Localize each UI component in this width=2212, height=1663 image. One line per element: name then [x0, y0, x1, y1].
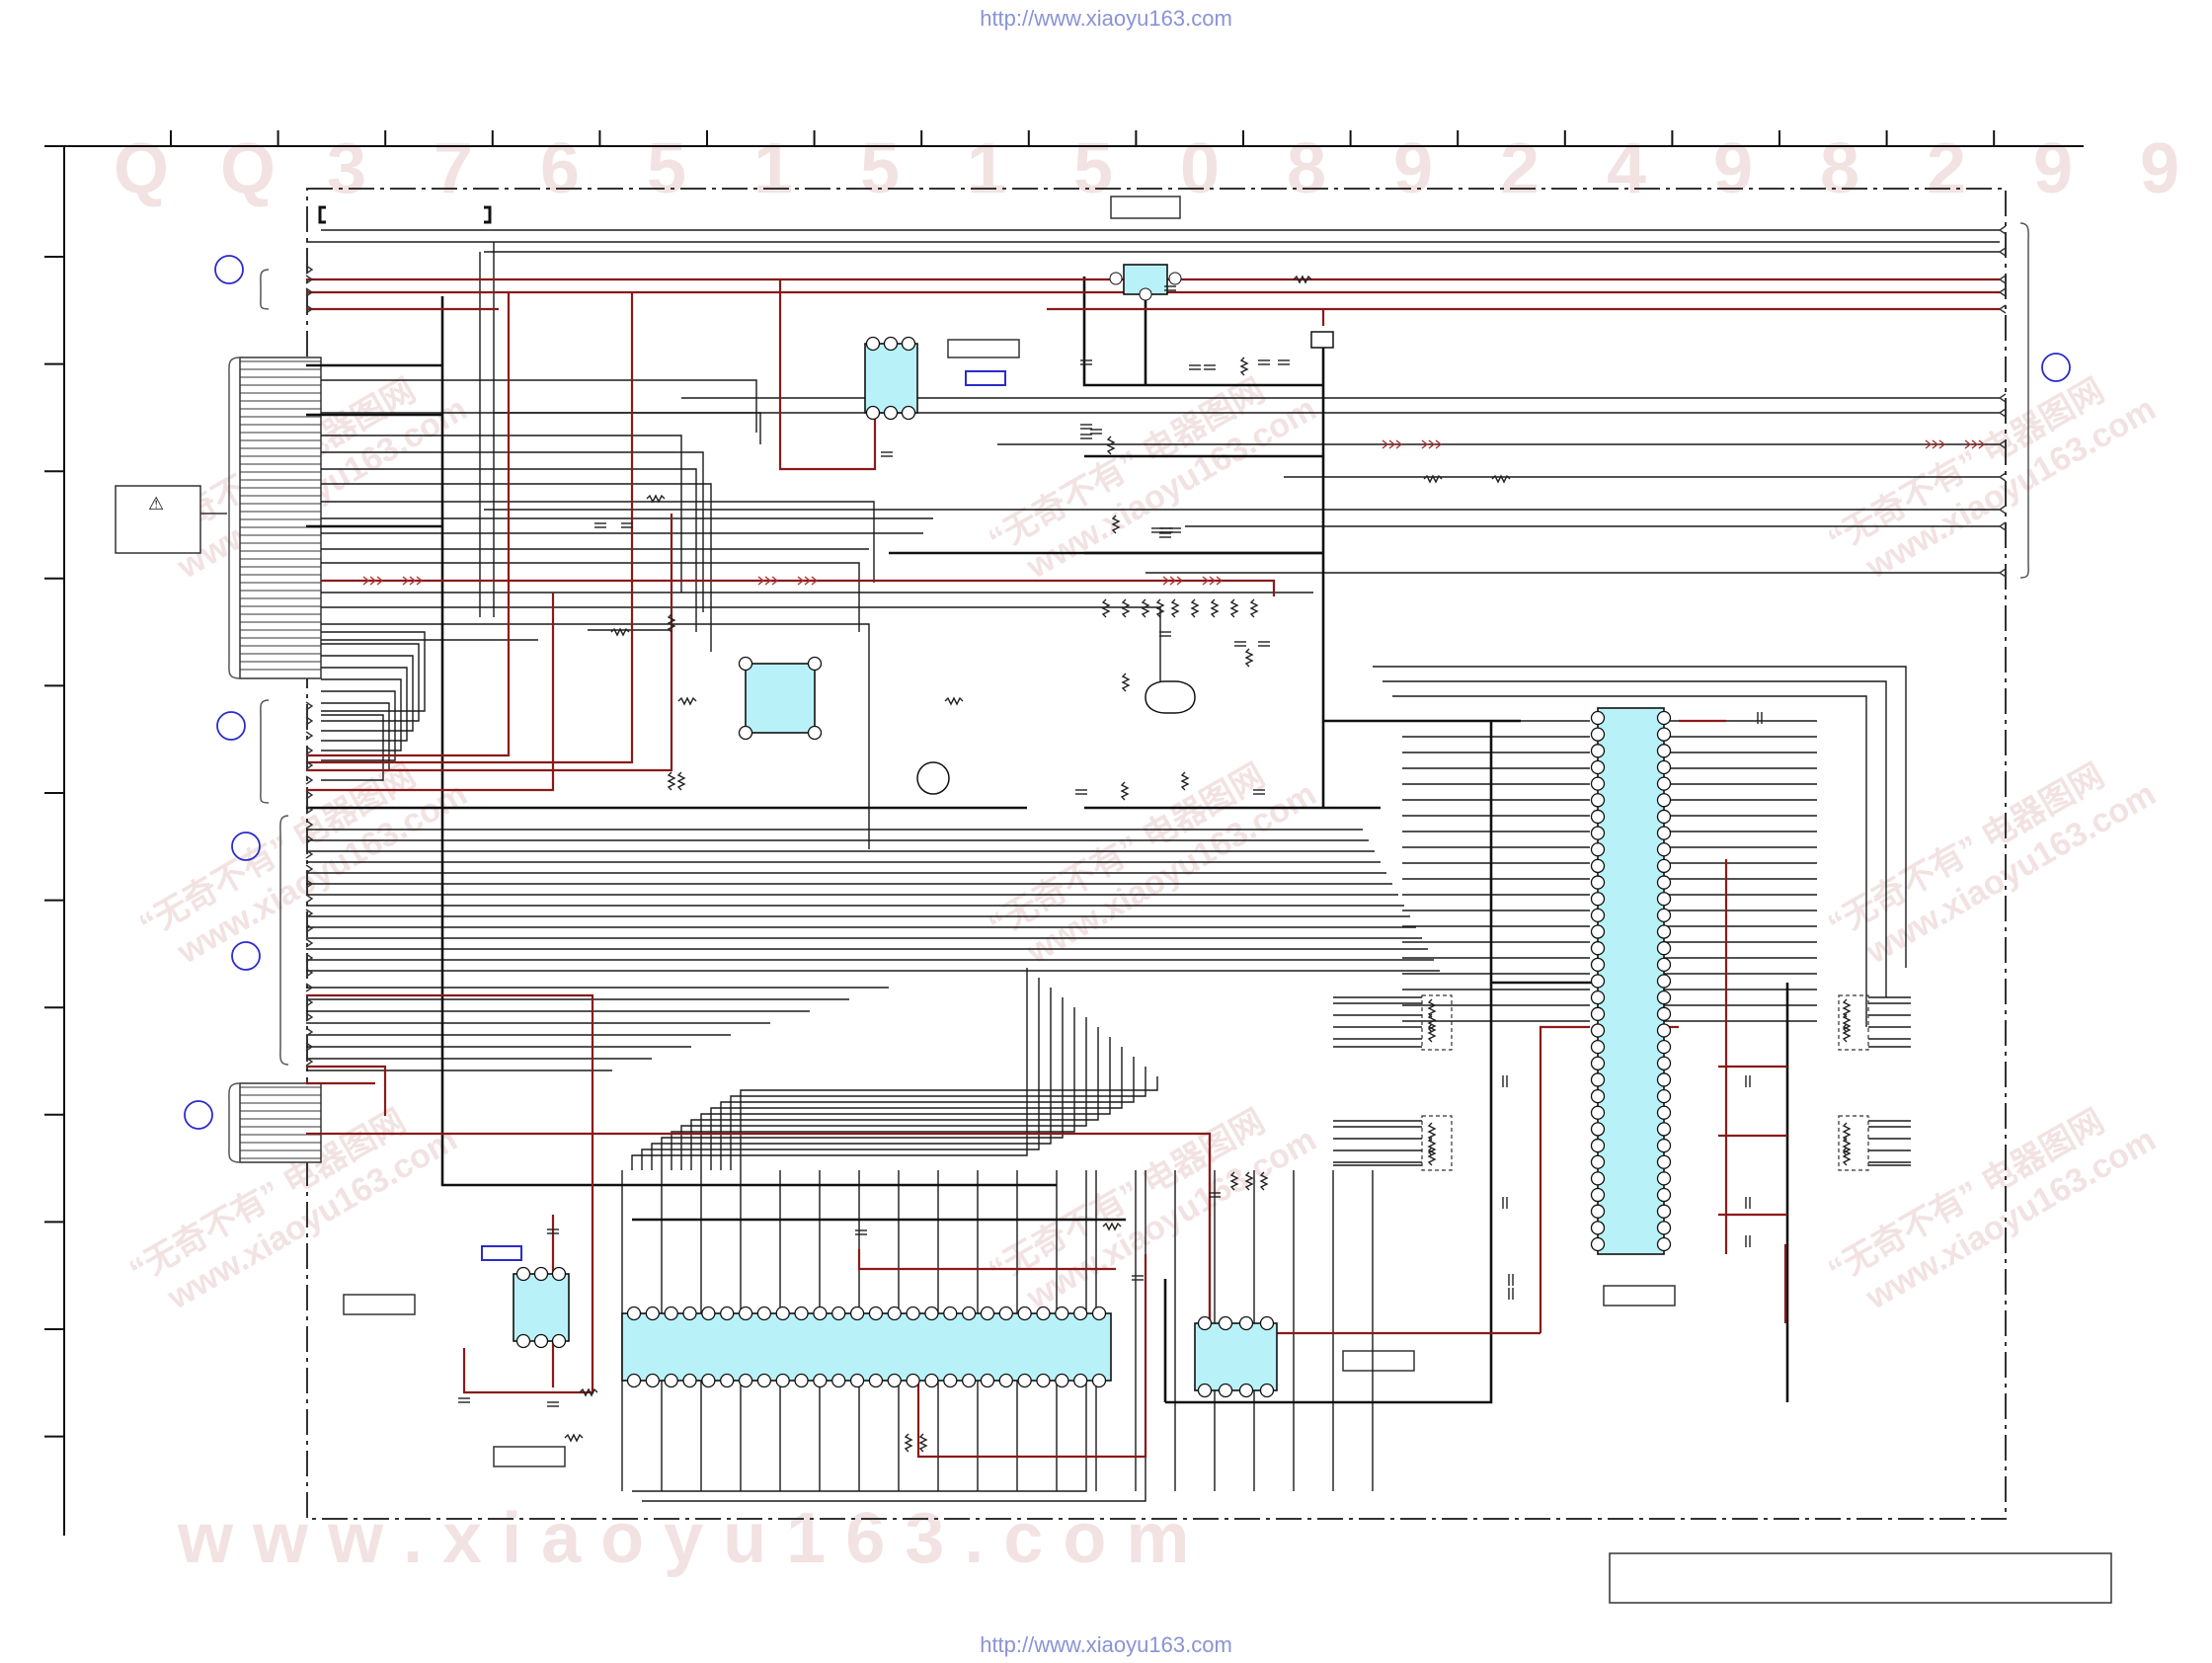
watermark-digit: 8	[1820, 129, 1859, 208]
watermark-digit: Q	[114, 129, 169, 208]
title-brackets	[318, 205, 492, 224]
connector-ref-circles	[184, 255, 2071, 1130]
header-source-url[interactable]: http://www.xiaoyu163.com	[980, 6, 1232, 31]
watermark-digit: 1	[753, 129, 793, 208]
warning-icon: ⚠	[148, 494, 164, 515]
ic-mid-bottom	[1194, 1322, 1278, 1391]
connector-blocks	[239, 356, 322, 1163]
ic-large-bottom	[621, 1312, 1112, 1382]
watermark-digit: 5	[647, 129, 686, 208]
ic-main-vertical	[1597, 707, 1665, 1255]
blue-label-boxes	[481, 370, 1006, 1261]
watermark-digit: 9	[1713, 129, 1753, 208]
watermark-digit: Q	[220, 129, 276, 208]
bus-wires	[306, 277, 1789, 1404]
watermark-digit: 9	[2033, 129, 2073, 208]
page-ruler	[44, 145, 2084, 1536]
passive-components	[458, 275, 1852, 1453]
watermark-digit: 5	[860, 129, 900, 208]
ic-small-top	[864, 343, 918, 414]
watermark-digit: 0	[1180, 129, 1220, 208]
ic-layer	[513, 264, 1672, 1398]
footer-source-url[interactable]: http://www.xiaoyu163.com	[980, 1632, 1232, 1657]
transistors	[916, 680, 1196, 795]
watermark-digit: 5	[1073, 129, 1113, 208]
caution-box	[115, 485, 201, 554]
watermark-digit: 3	[327, 129, 366, 208]
watermark-digit: 2	[1927, 129, 1966, 208]
watermark-digit: 4	[1607, 129, 1646, 208]
board-outline	[306, 188, 2007, 1520]
signal-arrows	[305, 225, 2007, 1067]
watermark-digit: 7	[434, 129, 473, 208]
label-boxes	[343, 196, 1676, 1467]
watermark-digit: 6	[540, 129, 580, 208]
watermark-digit: 8	[1287, 129, 1326, 208]
title-block	[1609, 1552, 2112, 1604]
watermark-url-bottom: w w w . x i a o y u 1 6 3 . c o m	[177, 1499, 1189, 1578]
relay-box	[1310, 331, 1334, 349]
watermark-digit: 2	[1500, 129, 1540, 208]
connector-pins	[240, 360, 321, 1159]
watermark-digit: 9	[2140, 129, 2179, 208]
ruler-ticks	[44, 130, 1996, 1438]
watermark-digit: 1	[967, 129, 1006, 208]
connector-braces	[228, 222, 2029, 1163]
ic-small-left	[513, 1273, 570, 1342]
ic-switch-block	[745, 663, 816, 734]
watermark-digit: 9	[1393, 129, 1433, 208]
switch-networks	[1421, 994, 1869, 1171]
